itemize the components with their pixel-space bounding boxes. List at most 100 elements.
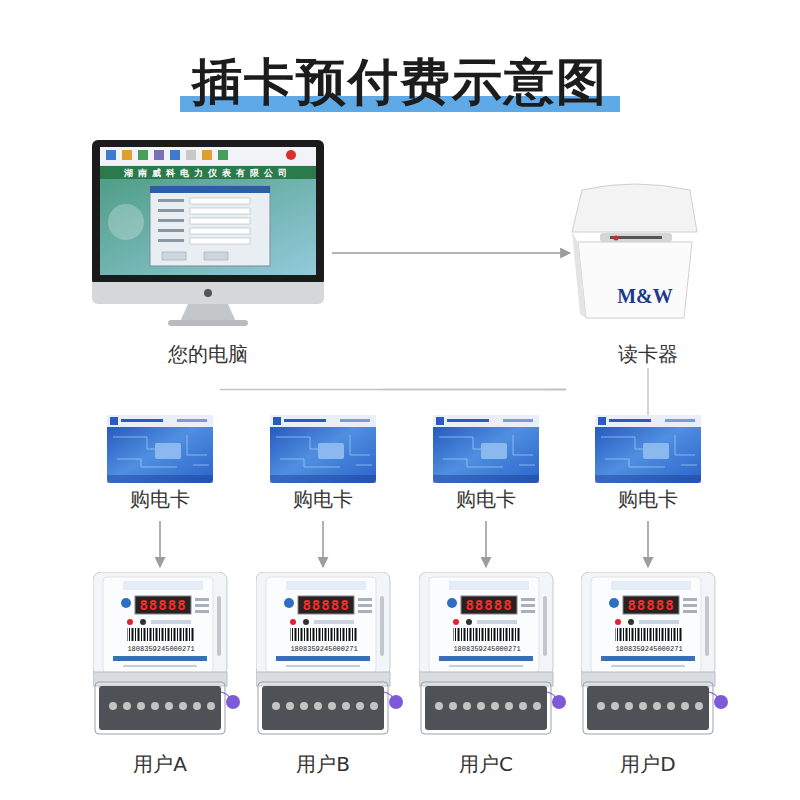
node-label: 购电卡 bbox=[293, 487, 353, 511]
dialog-caption bbox=[158, 229, 184, 232]
dialog-field bbox=[190, 238, 250, 244]
monitor-chin bbox=[92, 282, 324, 296]
dialog-field bbox=[190, 228, 250, 234]
prepaid-card: 购电卡 bbox=[590, 413, 706, 511]
meter-serial-number: 1808359245000271 bbox=[127, 645, 194, 653]
node-label: 用户C bbox=[459, 752, 513, 776]
node-label: 用户B bbox=[296, 752, 350, 776]
toolbar-icon bbox=[286, 150, 296, 160]
label-holder: 88888 bbox=[627, 597, 674, 613]
toolbar-icon bbox=[122, 150, 132, 160]
toolbar bbox=[100, 147, 316, 165]
reader-body bbox=[578, 242, 692, 318]
reader-led bbox=[614, 236, 619, 241]
toolbar-icon bbox=[170, 150, 180, 160]
reader-top bbox=[572, 184, 697, 232]
toolbar-icon bbox=[218, 150, 228, 160]
prepaid-card: 购电卡 bbox=[265, 413, 381, 511]
dialog-caption bbox=[158, 199, 184, 202]
label-holder: 88888 bbox=[139, 597, 186, 613]
node-label: 购电卡 bbox=[130, 487, 190, 511]
toolbar-icon bbox=[186, 150, 196, 160]
prepaid-card: 购电卡 bbox=[102, 413, 218, 511]
connector-arrow bbox=[332, 252, 570, 254]
dialog-field bbox=[190, 218, 250, 224]
meter-picture bbox=[256, 572, 403, 734]
card-reader: 读卡器 bbox=[572, 180, 724, 366]
card-reader-illustration bbox=[572, 184, 697, 318]
meter-display-digits: 88888 bbox=[627, 597, 674, 613]
connector-arrow bbox=[322, 521, 324, 567]
connector-arrow bbox=[647, 521, 649, 567]
monitor-stand bbox=[180, 304, 236, 322]
card-picture bbox=[107, 415, 213, 483]
label-holder: M&W bbox=[617, 285, 673, 307]
label-holder: 1808359245000271 bbox=[453, 645, 520, 653]
toolbar-icon bbox=[138, 150, 148, 160]
card-picture bbox=[595, 415, 701, 483]
node-label: 读卡器 bbox=[618, 342, 678, 366]
screen bbox=[100, 147, 316, 275]
node-label: 购电卡 bbox=[456, 487, 516, 511]
connector-line bbox=[220, 389, 566, 391]
node-label: 用户D bbox=[620, 752, 675, 776]
toolbar-icon bbox=[106, 150, 116, 160]
monitor-base bbox=[168, 320, 248, 326]
monitor-frame bbox=[92, 140, 324, 304]
meter-picture bbox=[93, 572, 240, 734]
dialog-field bbox=[190, 198, 250, 204]
computer-illustration bbox=[92, 140, 324, 326]
monitor-logo bbox=[204, 289, 212, 297]
dialog-button bbox=[162, 252, 186, 260]
card-picture bbox=[433, 415, 539, 483]
label-holder: 88888 bbox=[302, 597, 349, 613]
connector-arrow bbox=[485, 521, 487, 567]
meter-display-digits: 88888 bbox=[465, 597, 512, 613]
dialog-field bbox=[190, 208, 250, 214]
dialog bbox=[150, 186, 270, 266]
monitor-bezel bbox=[92, 140, 324, 286]
title-holder: 插卡预付费示意图 bbox=[192, 52, 608, 112]
meter-picture bbox=[419, 572, 566, 734]
dialog-caption bbox=[158, 239, 184, 242]
label-holder: 1808359245000271 bbox=[127, 645, 194, 653]
meters bbox=[93, 572, 728, 734]
label-holder: 1808359245000271 bbox=[615, 645, 682, 653]
dialog-titlebar bbox=[150, 186, 270, 193]
toolbar-icon bbox=[154, 150, 164, 160]
screen-banner bbox=[100, 166, 316, 179]
prepaid-card: 购电卡 bbox=[428, 413, 544, 511]
screen-body bbox=[100, 179, 316, 275]
meter-serial-number: 1808359245000271 bbox=[290, 645, 357, 653]
reader-slot-frame bbox=[600, 233, 672, 242]
node-label: 用户A bbox=[133, 752, 187, 776]
label-holder: 1808359245000271 bbox=[290, 645, 357, 653]
label-holder: 88888 bbox=[465, 597, 512, 613]
meter-display-digits: 88888 bbox=[302, 597, 349, 613]
reader-side bbox=[572, 232, 586, 318]
screen-banner-text: 湖南威科电力仪表有限公司 bbox=[124, 168, 292, 179]
connector-line bbox=[647, 368, 649, 415]
dialog-caption bbox=[158, 219, 184, 222]
meter-picture bbox=[581, 572, 728, 734]
meter-serial-number: 1808359245000271 bbox=[615, 645, 682, 653]
label-holder: 湖南威科电力仪表有限公司 bbox=[124, 168, 292, 179]
meter-serial-number: 1808359245000271 bbox=[453, 645, 520, 653]
connector-arrow bbox=[159, 521, 161, 567]
toolbar-icon bbox=[202, 150, 212, 160]
title: 插卡预付费示意图 bbox=[192, 52, 608, 112]
cards bbox=[107, 415, 701, 483]
screen-decoration bbox=[108, 204, 144, 240]
card-picture bbox=[270, 415, 376, 483]
node-label: 购电卡 bbox=[618, 487, 678, 511]
connector-line bbox=[546, 389, 566, 391]
node-label: 您的电脑 bbox=[168, 342, 248, 366]
meter-display-digits: 88888 bbox=[139, 597, 186, 613]
brand-mark: M&W bbox=[617, 285, 673, 307]
dialog-button bbox=[204, 252, 228, 260]
connectors bbox=[160, 253, 648, 567]
dialog-caption bbox=[158, 209, 184, 212]
